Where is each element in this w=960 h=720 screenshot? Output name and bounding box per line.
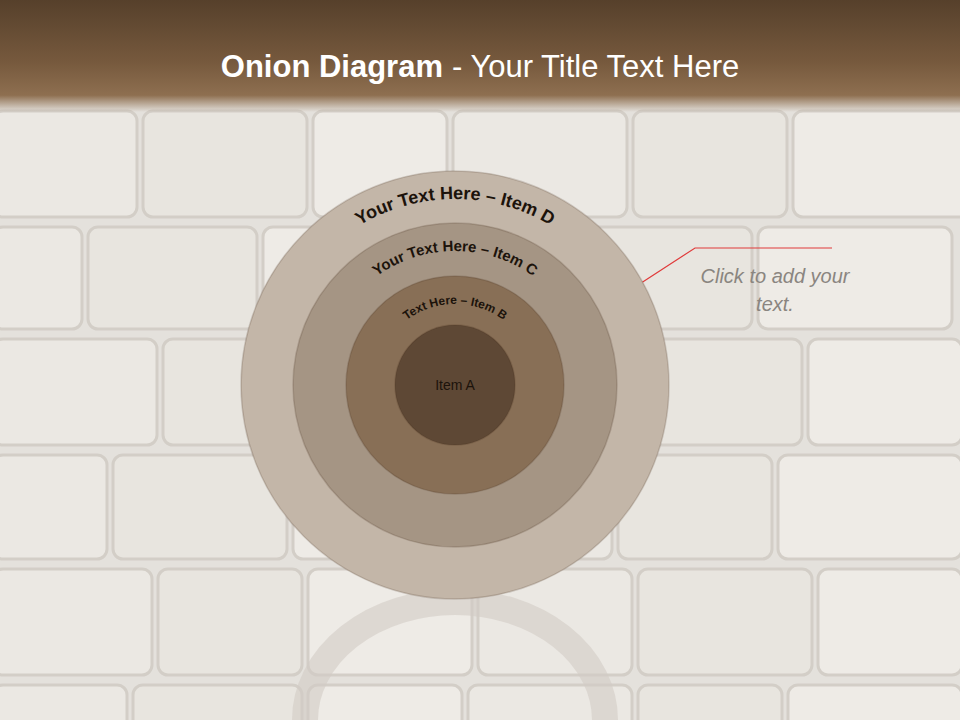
core-label: Item A	[435, 377, 475, 393]
ring-text-holder: Your Text Here – Item D	[352, 183, 559, 229]
stone-block	[633, 111, 787, 217]
ring-label: Your Text Here – Item C	[369, 237, 541, 279]
onion-ring: Your Text Here – Item CText Here – Item …	[292, 222, 618, 548]
ring-circle	[395, 325, 515, 445]
onion-ring: Your Text Here – Item DYour Text Here – …	[240, 170, 670, 600]
callout-text: Click to add your text.	[701, 265, 850, 315]
ring-circle	[293, 223, 617, 547]
stone-block	[0, 339, 157, 445]
stone-block	[88, 227, 257, 329]
stone-block	[793, 111, 960, 217]
stone-block	[0, 111, 137, 217]
title-text: Onion Diagram	[221, 49, 443, 85]
circle-reflection	[305, 602, 605, 720]
core-text-holder: Item A	[394, 324, 516, 446]
onion-ring: Item A	[394, 324, 516, 446]
ring-text-holder: Your Text Here – Item C	[369, 237, 541, 279]
ring-circle	[346, 276, 564, 494]
stone-block	[0, 455, 107, 559]
stone-block	[0, 685, 127, 720]
stone-block	[638, 685, 782, 720]
stone-block	[778, 455, 960, 559]
ring-label: Your Text Here – Item D	[352, 183, 559, 229]
stone-block	[0, 227, 82, 329]
ring-text-holder: Text Here – Item B	[400, 293, 510, 323]
ring-circle	[241, 171, 669, 599]
onion-ring: Text Here – Item B Item A	[345, 275, 565, 495]
stone-block	[158, 569, 302, 675]
stone-block	[818, 569, 960, 675]
title-subtext: - Your Title Text Here	[452, 49, 739, 85]
stone-block	[788, 685, 960, 720]
stone-block	[133, 685, 302, 720]
stone-block	[143, 111, 307, 217]
stone-block	[0, 569, 152, 675]
stone-block	[638, 569, 812, 675]
callout-text-box: Click to add your text.	[690, 262, 860, 318]
stone-block	[308, 685, 462, 720]
title-bar: Onion Diagram- Your Title Text Here	[0, 44, 960, 90]
stone-block	[808, 339, 960, 445]
ring-label: Text Here – Item B	[400, 293, 510, 323]
